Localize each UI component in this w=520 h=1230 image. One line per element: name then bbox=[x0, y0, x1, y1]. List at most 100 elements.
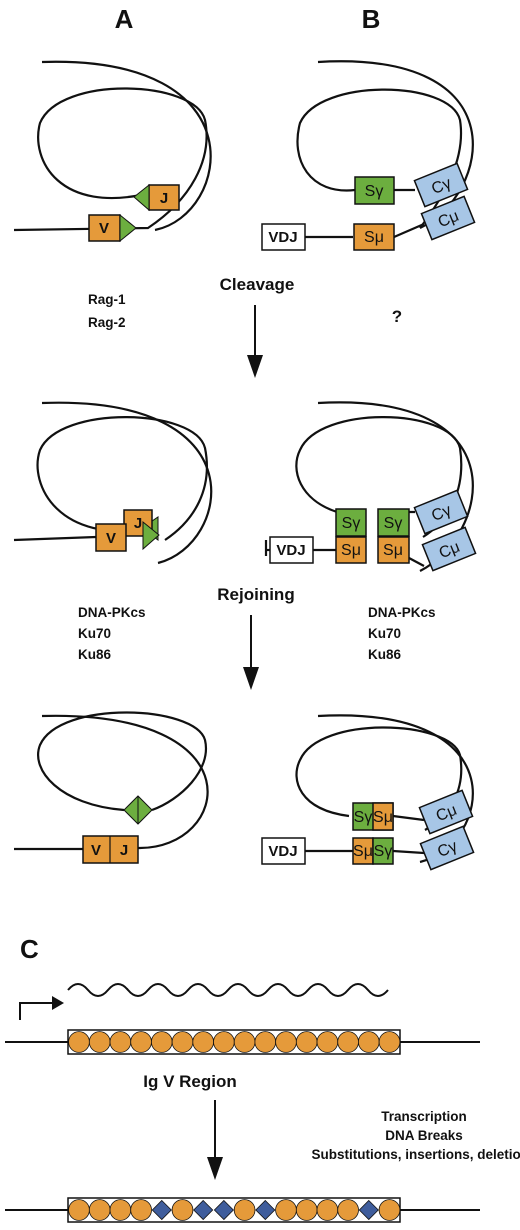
vdj-segment-cut bbox=[269, 536, 314, 564]
panel-a-stage1: J V bbox=[13, 60, 212, 243]
v-region-circle bbox=[316, 1031, 339, 1053]
v-region-circle bbox=[109, 1199, 132, 1221]
c-mu-excised bbox=[418, 789, 474, 835]
c-gamma-expressed bbox=[419, 825, 475, 871]
v-rss-triangle bbox=[119, 213, 137, 243]
v-region-circle bbox=[378, 1031, 401, 1053]
vdj-joined-label: VDJ bbox=[268, 843, 297, 860]
v-region-circle bbox=[275, 1199, 297, 1221]
s-gamma-joined-label: Sγ bbox=[354, 809, 373, 826]
s-mu-label: Sμ bbox=[364, 229, 384, 246]
mutation-diamond bbox=[213, 1199, 234, 1221]
promoter-arrow bbox=[19, 996, 64, 1020]
note-transcription: Transcription bbox=[381, 1109, 467, 1124]
s-mu-cut-left bbox=[335, 536, 367, 564]
ku86-a-label: Ku86 bbox=[78, 647, 112, 662]
v-region-circle bbox=[357, 1031, 380, 1053]
v-rss-cut-triangle bbox=[142, 520, 160, 551]
v-region-circle bbox=[295, 1199, 318, 1221]
panel-a-stage2: J V bbox=[13, 401, 213, 565]
v-region-circle bbox=[88, 1199, 111, 1221]
v-region-circle bbox=[171, 1031, 194, 1053]
note-mutations: Substitutions, insertions, deletions bbox=[311, 1147, 520, 1162]
panel-b-stage1: Sγ VDJ Sμ Cγ Cμ bbox=[261, 60, 476, 251]
vdj-label: VDJ bbox=[268, 229, 297, 246]
panel-b-label: B bbox=[362, 4, 381, 34]
vj-j-label: J bbox=[120, 842, 128, 859]
v-region-circle bbox=[192, 1031, 215, 1053]
v-region-circle bbox=[109, 1031, 132, 1053]
c-gamma-constant bbox=[413, 162, 469, 208]
c-mu-label: Cμ bbox=[436, 208, 462, 232]
v-segment-cut bbox=[95, 523, 127, 552]
s-gamma-cut-left bbox=[335, 508, 367, 537]
note-dna-breaks: DNA Breaks bbox=[385, 1128, 463, 1143]
v-region-circle bbox=[130, 1199, 152, 1221]
mutation-arrow bbox=[207, 1100, 223, 1180]
c-gamma-expressed-label: Cγ bbox=[435, 838, 460, 861]
v-segment-cut-label: V bbox=[106, 530, 116, 547]
v-region-circles bbox=[68, 1031, 401, 1053]
v-region-circle bbox=[295, 1031, 318, 1053]
mutation-diamond bbox=[151, 1199, 172, 1221]
v-region-circle bbox=[378, 1199, 401, 1221]
dna-pkcs-a-label: DNA-PKcs bbox=[78, 605, 146, 620]
s-mu-joined-label: Sμ bbox=[353, 843, 373, 860]
s-mu-cut-right bbox=[377, 536, 410, 564]
s-mu-joined-upper-label: Sμ bbox=[373, 809, 393, 826]
ig-v-region-label: Ig V Region bbox=[143, 1072, 237, 1091]
j-rss-triangle bbox=[133, 183, 150, 212]
rejoining-arrow bbox=[243, 615, 259, 690]
c-mu-excised-label: Cμ bbox=[434, 802, 460, 826]
ku86-b-label: Ku86 bbox=[368, 647, 402, 662]
s-gamma-joined-lower bbox=[372, 837, 394, 865]
s-gamma-cut-right bbox=[377, 508, 410, 537]
v-region-circle bbox=[233, 1031, 256, 1053]
v-region-circle bbox=[233, 1199, 256, 1221]
rag-2-label: Rag-2 bbox=[88, 315, 126, 330]
v-region-circle bbox=[88, 1031, 111, 1053]
panel-b-stage3: Sγ Sμ VDJ Sμ Sγ Cμ Cγ bbox=[261, 714, 475, 871]
s-gamma-joined-lower-label: Sγ bbox=[374, 843, 393, 860]
s-gamma-label: Sγ bbox=[365, 183, 384, 200]
ku70-b-label: Ku70 bbox=[368, 626, 401, 641]
v-segment-label: V bbox=[99, 220, 109, 237]
panel-a-label: A bbox=[115, 4, 134, 34]
ku70-a-label: Ku70 bbox=[78, 626, 111, 641]
rag-1-label: Rag-1 bbox=[88, 292, 126, 307]
c-mu-constant bbox=[420, 195, 476, 241]
c-gamma-constant-2 bbox=[413, 489, 469, 535]
dna-pkcs-b-label: DNA-PKcs bbox=[368, 605, 436, 620]
rejoining-label: Rejoining bbox=[217, 585, 294, 604]
mutated-region-elements bbox=[68, 1199, 401, 1221]
s-mu-switch bbox=[353, 223, 395, 251]
vdj-segment bbox=[261, 223, 306, 251]
c-gamma-label-2: Cγ bbox=[429, 502, 454, 525]
transcript-wave bbox=[67, 983, 389, 997]
vdj-cut-label: VDJ bbox=[276, 542, 305, 559]
c-gamma-label: Cγ bbox=[429, 175, 454, 198]
v-region-circle bbox=[130, 1031, 152, 1053]
s-gamma-cut-right-label: Sγ bbox=[384, 515, 403, 532]
s-mu-joined-upper bbox=[372, 802, 394, 831]
v-region-circle bbox=[171, 1199, 194, 1221]
v-region-circle bbox=[316, 1199, 339, 1221]
s-gamma-cut-left-label: Sγ bbox=[342, 515, 361, 532]
v-region-circle bbox=[337, 1199, 359, 1221]
c-mu-label-2: Cμ bbox=[437, 539, 463, 563]
mutation-diamond bbox=[358, 1199, 379, 1221]
panel-c-label: C bbox=[20, 934, 39, 964]
v-region-circle bbox=[254, 1031, 277, 1053]
v-region-circle bbox=[337, 1031, 359, 1053]
vj-v-label: V bbox=[91, 842, 101, 859]
panel-a-stage3: V J bbox=[14, 711, 209, 864]
vdj-segment-joined bbox=[261, 837, 306, 865]
v-segment bbox=[88, 214, 121, 242]
panel-b-stage2: Sγ Sγ VDJ Sμ Sμ Cγ Cμ bbox=[264, 401, 477, 572]
s-mu-cut-left-label: Sμ bbox=[341, 542, 361, 559]
j-segment-cut-label: J bbox=[134, 515, 142, 532]
cleavage-arrow bbox=[247, 305, 263, 378]
mutation-diamond bbox=[193, 1199, 214, 1221]
unknown-factor-label: ? bbox=[392, 307, 402, 326]
mutation-diamond bbox=[255, 1199, 276, 1221]
